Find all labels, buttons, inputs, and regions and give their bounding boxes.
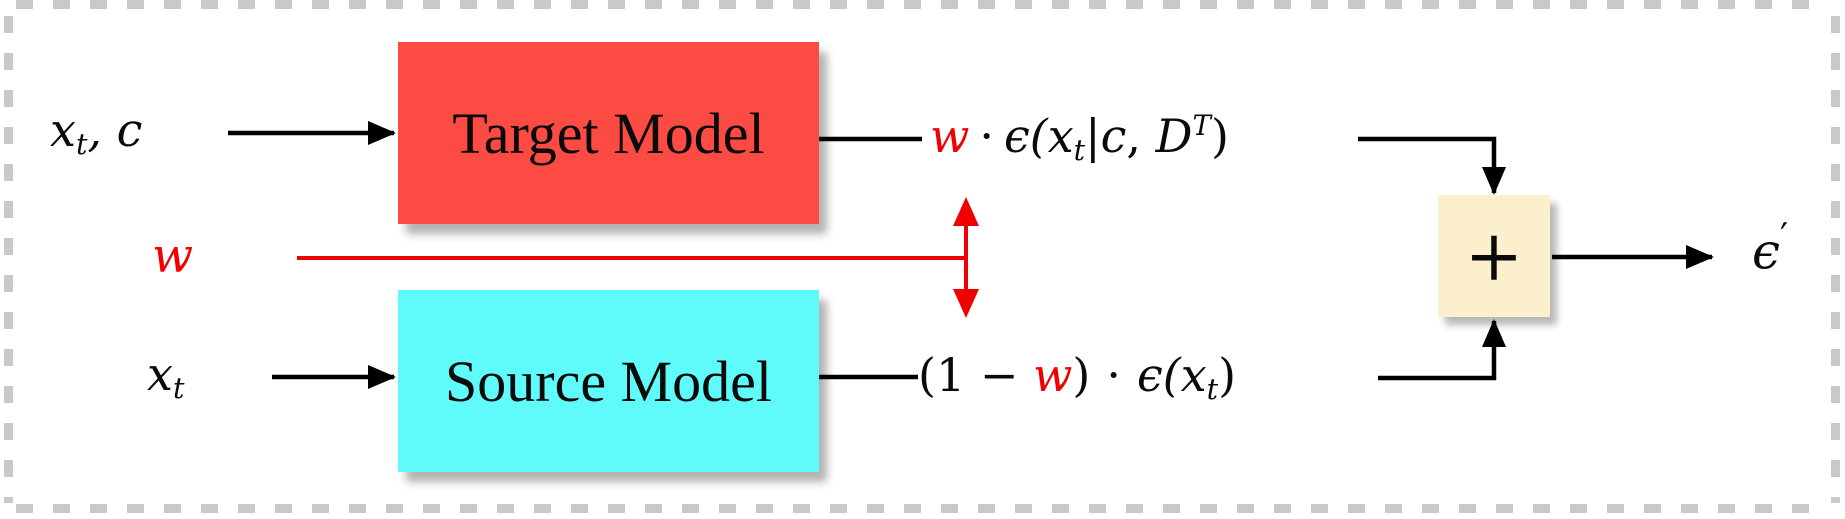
target-model-label: Target Model [452,100,765,166]
target-model-box: Target Model [398,42,819,224]
top-output-formula: w·ϵ(xt|c, DT) [930,108,1229,167]
arrow-bottom-to-sum [1378,319,1506,381]
weight-arrowhead-down [953,289,979,318]
output-label-epsilon-prime: ϵ′ [1752,216,1789,281]
input-label-xtc: xt, c [50,102,143,161]
input-label-xt: xt [147,346,185,405]
sum-node: + [1438,195,1550,317]
bottom-output-formula: (1 − w)·ϵ(xt) [918,347,1237,406]
arrow-top-to-sum [1358,136,1506,195]
plus-icon: + [1464,215,1524,297]
source-model-label: Source Model [445,348,772,414]
source-model-box: Source Model [398,290,819,472]
weight-label: w [152,227,194,284]
weight-arrowhead-up [953,197,979,226]
